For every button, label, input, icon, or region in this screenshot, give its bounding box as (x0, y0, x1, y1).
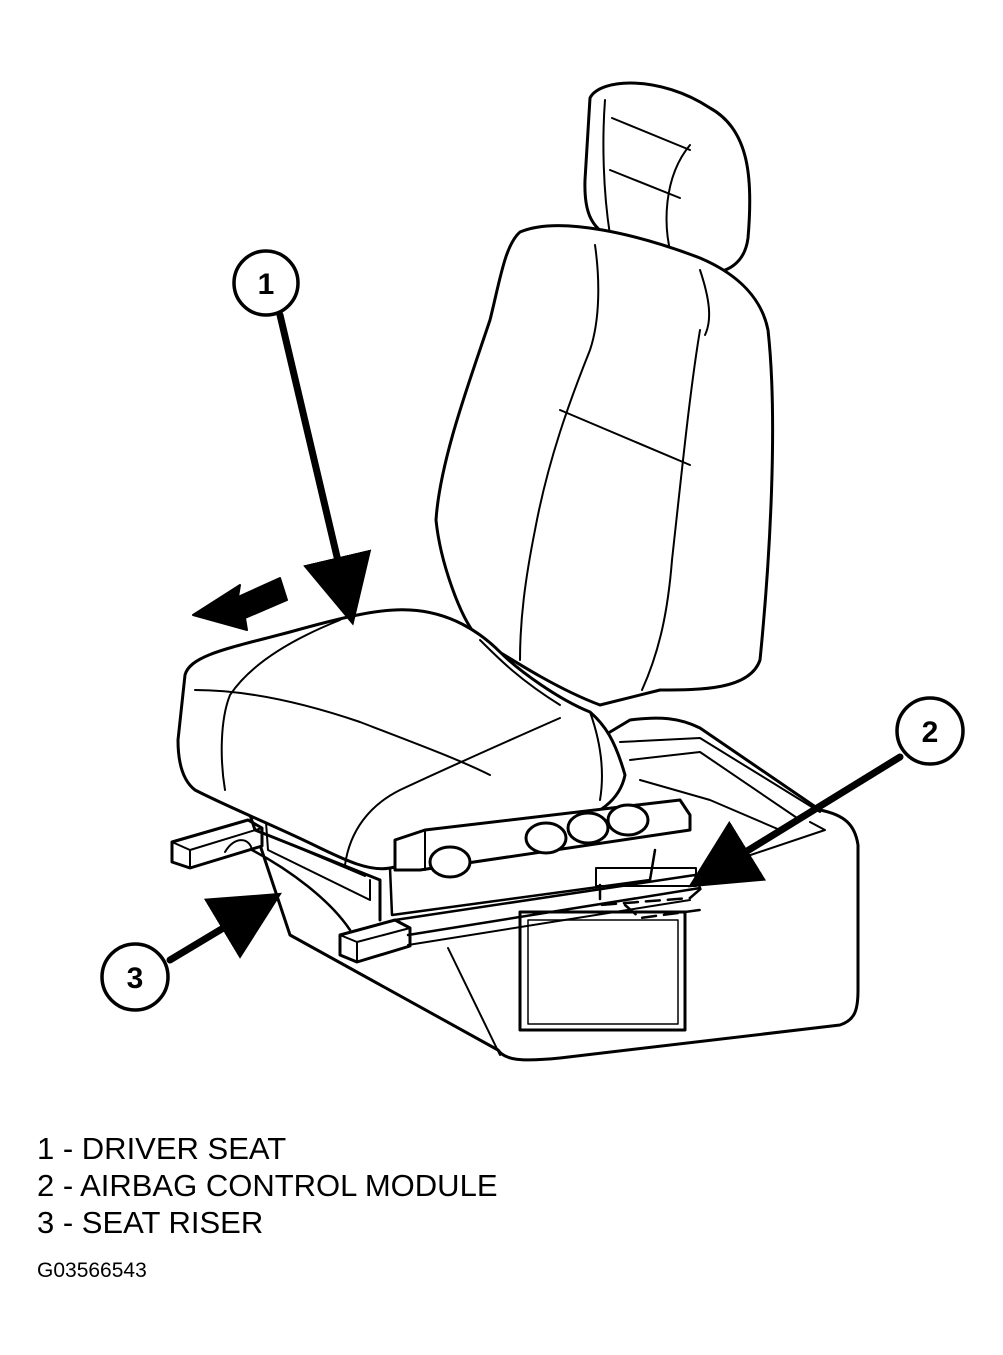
figure-id: G03566543 (37, 1259, 147, 1282)
legend: 1 - DRIVER SEAT 2 - AIRBAG CONTROL MODUL… (37, 1130, 498, 1241)
seat-rails (170, 818, 702, 964)
callout-1: 1 (232, 249, 300, 317)
callout-3: 3 (100, 942, 170, 1012)
callout-2-number: 2 (922, 716, 939, 749)
leader-line-2 (688, 753, 904, 888)
callout-3-number: 3 (127, 962, 144, 995)
callout-1-number: 1 (258, 268, 275, 301)
legend-item-seat-riser: 3 - SEAT RISER (37, 1205, 264, 1240)
legend-item-driver-seat: 1 - DRIVER SEAT (37, 1131, 287, 1166)
seat-illustration: 1 2 3 (100, 81, 965, 1062)
forward-direction-arrow (192, 577, 288, 631)
leader-line-1 (276, 311, 372, 626)
seat-back (434, 224, 775, 707)
callout-2: 2 (895, 696, 965, 766)
leader-line-3 (166, 892, 283, 964)
legend-item-airbag-control-module: 2 - AIRBAG CONTROL MODULE (37, 1168, 498, 1203)
